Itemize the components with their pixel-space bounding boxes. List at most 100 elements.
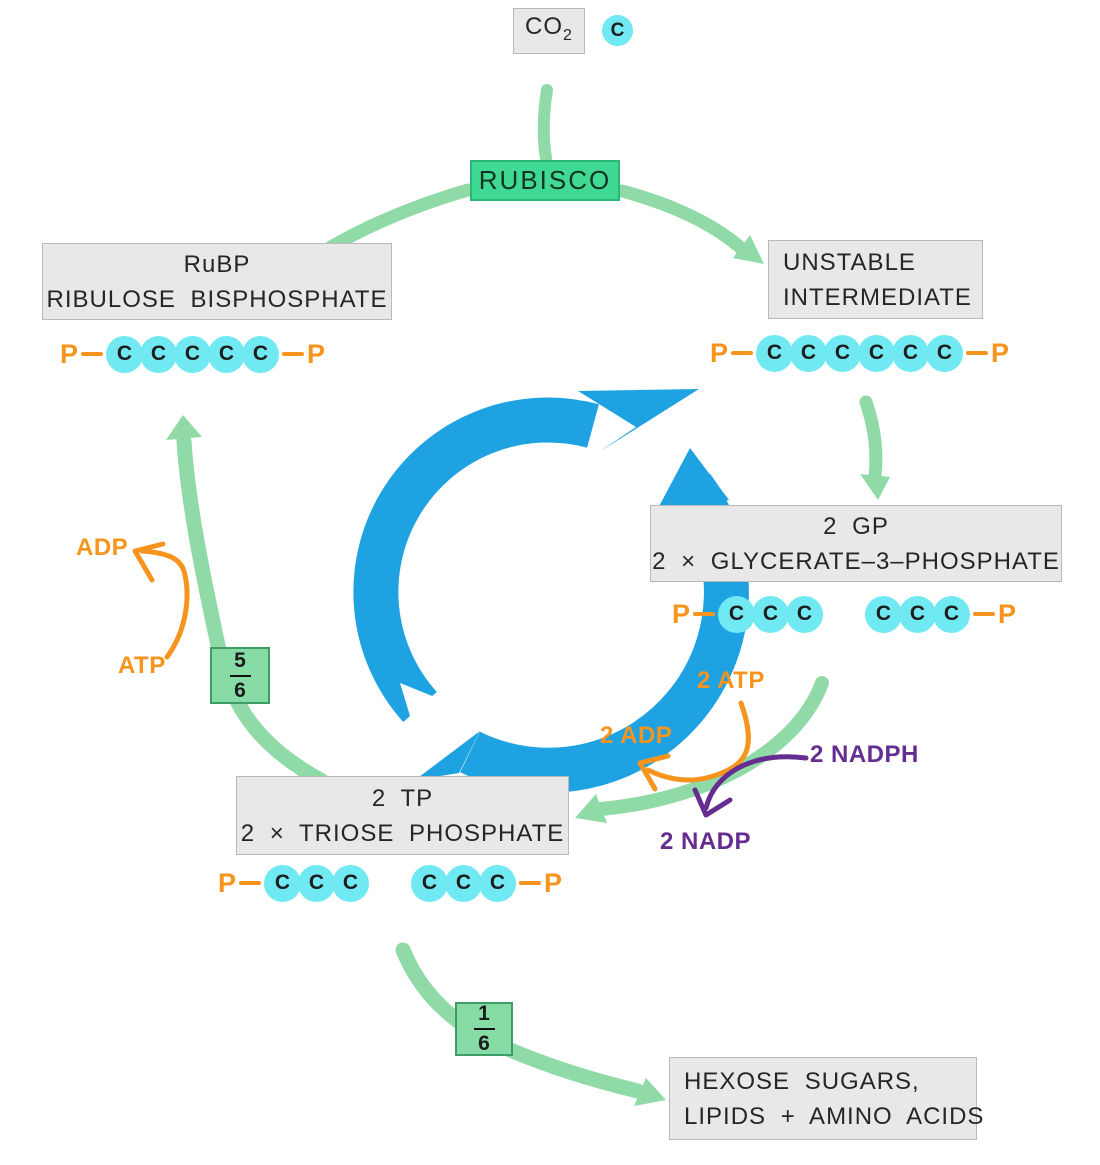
cycle-arc-left-top <box>353 397 599 723</box>
carbon-circle: C <box>445 864 483 902</box>
label-2nadph: 2 NADPH <box>810 741 919 768</box>
carbon-circle: C <box>106 335 144 373</box>
fraction-bar <box>473 1028 495 1030</box>
gp-box: 2 GP 2 × GLYCERATE–3–PHOSPHATE <box>650 505 1062 582</box>
carbon-circle: C <box>208 335 246 373</box>
nadph-arrow <box>692 754 809 818</box>
carbon-circle: C <box>242 335 280 373</box>
blue-cycle-arrow <box>353 389 749 793</box>
fraction-denominator: 6 <box>234 678 246 702</box>
bond-dash <box>693 612 716 616</box>
label-atp: ATP <box>118 652 166 679</box>
hexose-line2: LIPIDS + AMINO ACIDS <box>684 1102 985 1130</box>
rubp-box: RuBP RIBULOSE BISPHOSPHATE <box>42 243 392 320</box>
bond-dash <box>731 351 754 355</box>
cycle-arrowhead-up <box>656 448 729 512</box>
phosphate-label: P <box>672 599 691 629</box>
co2-box: CO2 <box>513 8 585 54</box>
unstable-title: UNSTABLE <box>783 248 916 276</box>
atp-adp-arrows <box>132 541 751 792</box>
unstable-intermediate-box: UNSTABLE INTERMEDIATE <box>768 240 983 319</box>
arrowhead-into-tp <box>575 794 607 823</box>
green-arrowheads <box>166 235 890 1106</box>
arrowhead-to-rubp <box>166 415 202 440</box>
fraction-numerator: 5 <box>234 648 246 672</box>
phosphate-label: P <box>544 868 563 898</box>
tp-box: 2 TP 2 × TRIOSE PHOSPHATE <box>236 776 569 855</box>
unstable-subtitle: INTERMEDIATE <box>783 283 972 311</box>
carbon-circle: C <box>264 864 302 902</box>
carbon-circle: C <box>790 334 828 372</box>
cycle-tail-notch <box>400 683 472 762</box>
carbon-circle: C <box>865 595 903 633</box>
rubp-title: RuBP <box>183 250 251 278</box>
bond-dash <box>81 352 104 356</box>
rubisco-label: RUBISCO <box>478 165 612 195</box>
carbon-circle: C <box>756 334 794 372</box>
chain-gap <box>369 883 411 884</box>
arrowhead-into-gp <box>860 474 890 500</box>
carbon-circle: C <box>858 334 896 372</box>
label-2adp: 2 ADP <box>600 722 673 749</box>
phosphate-label: P <box>710 338 729 368</box>
carbon-unit-circle: C <box>602 15 633 46</box>
carbon-circle: C <box>479 864 517 902</box>
unstable-to-gp-arrow <box>859 395 883 483</box>
cycle-arrowhead-top <box>578 389 699 452</box>
carbon-circle: C <box>411 864 449 902</box>
rubp-to-rubisco-arc <box>324 183 475 254</box>
arrowhead-into-hexose <box>634 1078 666 1106</box>
label-2nadp: 2 NADP <box>660 828 752 855</box>
bond-dash <box>966 351 989 355</box>
hexose-products-box: HEXOSE SUGARS, LIPIDS + AMINO ACIDS <box>669 1057 983 1140</box>
bond-dash <box>239 881 262 885</box>
atp-to-adp-arrow-right <box>645 700 751 783</box>
co2-entry-line <box>537 84 553 164</box>
label-2atp: 2 ATP <box>697 667 765 694</box>
bond-dash <box>519 881 542 885</box>
cycle-tail-taper <box>415 731 480 780</box>
hexose-line1: HEXOSE SUGARS, <box>684 1067 920 1095</box>
gp-subtitle: 2 × GLYCERATE–3–PHOSPHATE <box>652 547 1060 575</box>
fraction-numerator: 1 <box>478 1002 490 1025</box>
tp-to-hexose-arc <box>395 942 646 1099</box>
carbon-circle: C <box>899 595 937 633</box>
carbon-circle: C <box>786 595 824 633</box>
phosphate-label: P <box>307 339 326 369</box>
carbon-circle: C <box>933 595 971 633</box>
tp-title: 2 TP <box>371 784 434 812</box>
phosphate-label: P <box>991 338 1010 368</box>
atp-to-adp-arrow-left <box>139 548 190 660</box>
bond-dash <box>973 612 996 616</box>
nadph-to-nadp-arrow <box>703 754 809 811</box>
phosphate-label: P <box>998 599 1017 629</box>
carbon-unit-label: C <box>610 19 625 41</box>
fraction-one-sixth-box: 1 6 <box>455 1002 513 1056</box>
rubisco-enzyme-box: RUBISCO <box>470 160 620 201</box>
tp-subtitle: 2 × TRIOSE PHOSPHATE <box>240 819 565 847</box>
carbon-circle: C <box>140 335 178 373</box>
fraction-bar <box>229 674 251 677</box>
nadph-to-nadp-arrowhead <box>692 787 733 818</box>
fraction-denominator: 6 <box>478 1032 490 1055</box>
atp-to-adp-arrowhead-right <box>637 753 671 792</box>
carbon-circle: C <box>752 595 790 633</box>
atp-to-adp-arrowhead-left <box>132 541 166 583</box>
bond-dash <box>282 352 305 356</box>
rubisco-to-unstable-arc <box>615 184 749 256</box>
label-adp: ADP <box>76 534 129 561</box>
carbon-circle: C <box>824 334 862 372</box>
chain-gap <box>823 614 865 615</box>
co2-label: CO2 <box>525 13 573 44</box>
carbon-circle: C <box>174 335 212 373</box>
carbon-circle: C <box>718 595 756 633</box>
rubp-subtitle: RIBULOSE BISPHOSPHATE <box>46 285 388 313</box>
gp-title: 2 GP <box>823 512 889 540</box>
arrowhead-into-unstable <box>733 235 764 264</box>
phosphate-label: P <box>60 339 79 369</box>
carbon-circle: C <box>892 334 930 372</box>
